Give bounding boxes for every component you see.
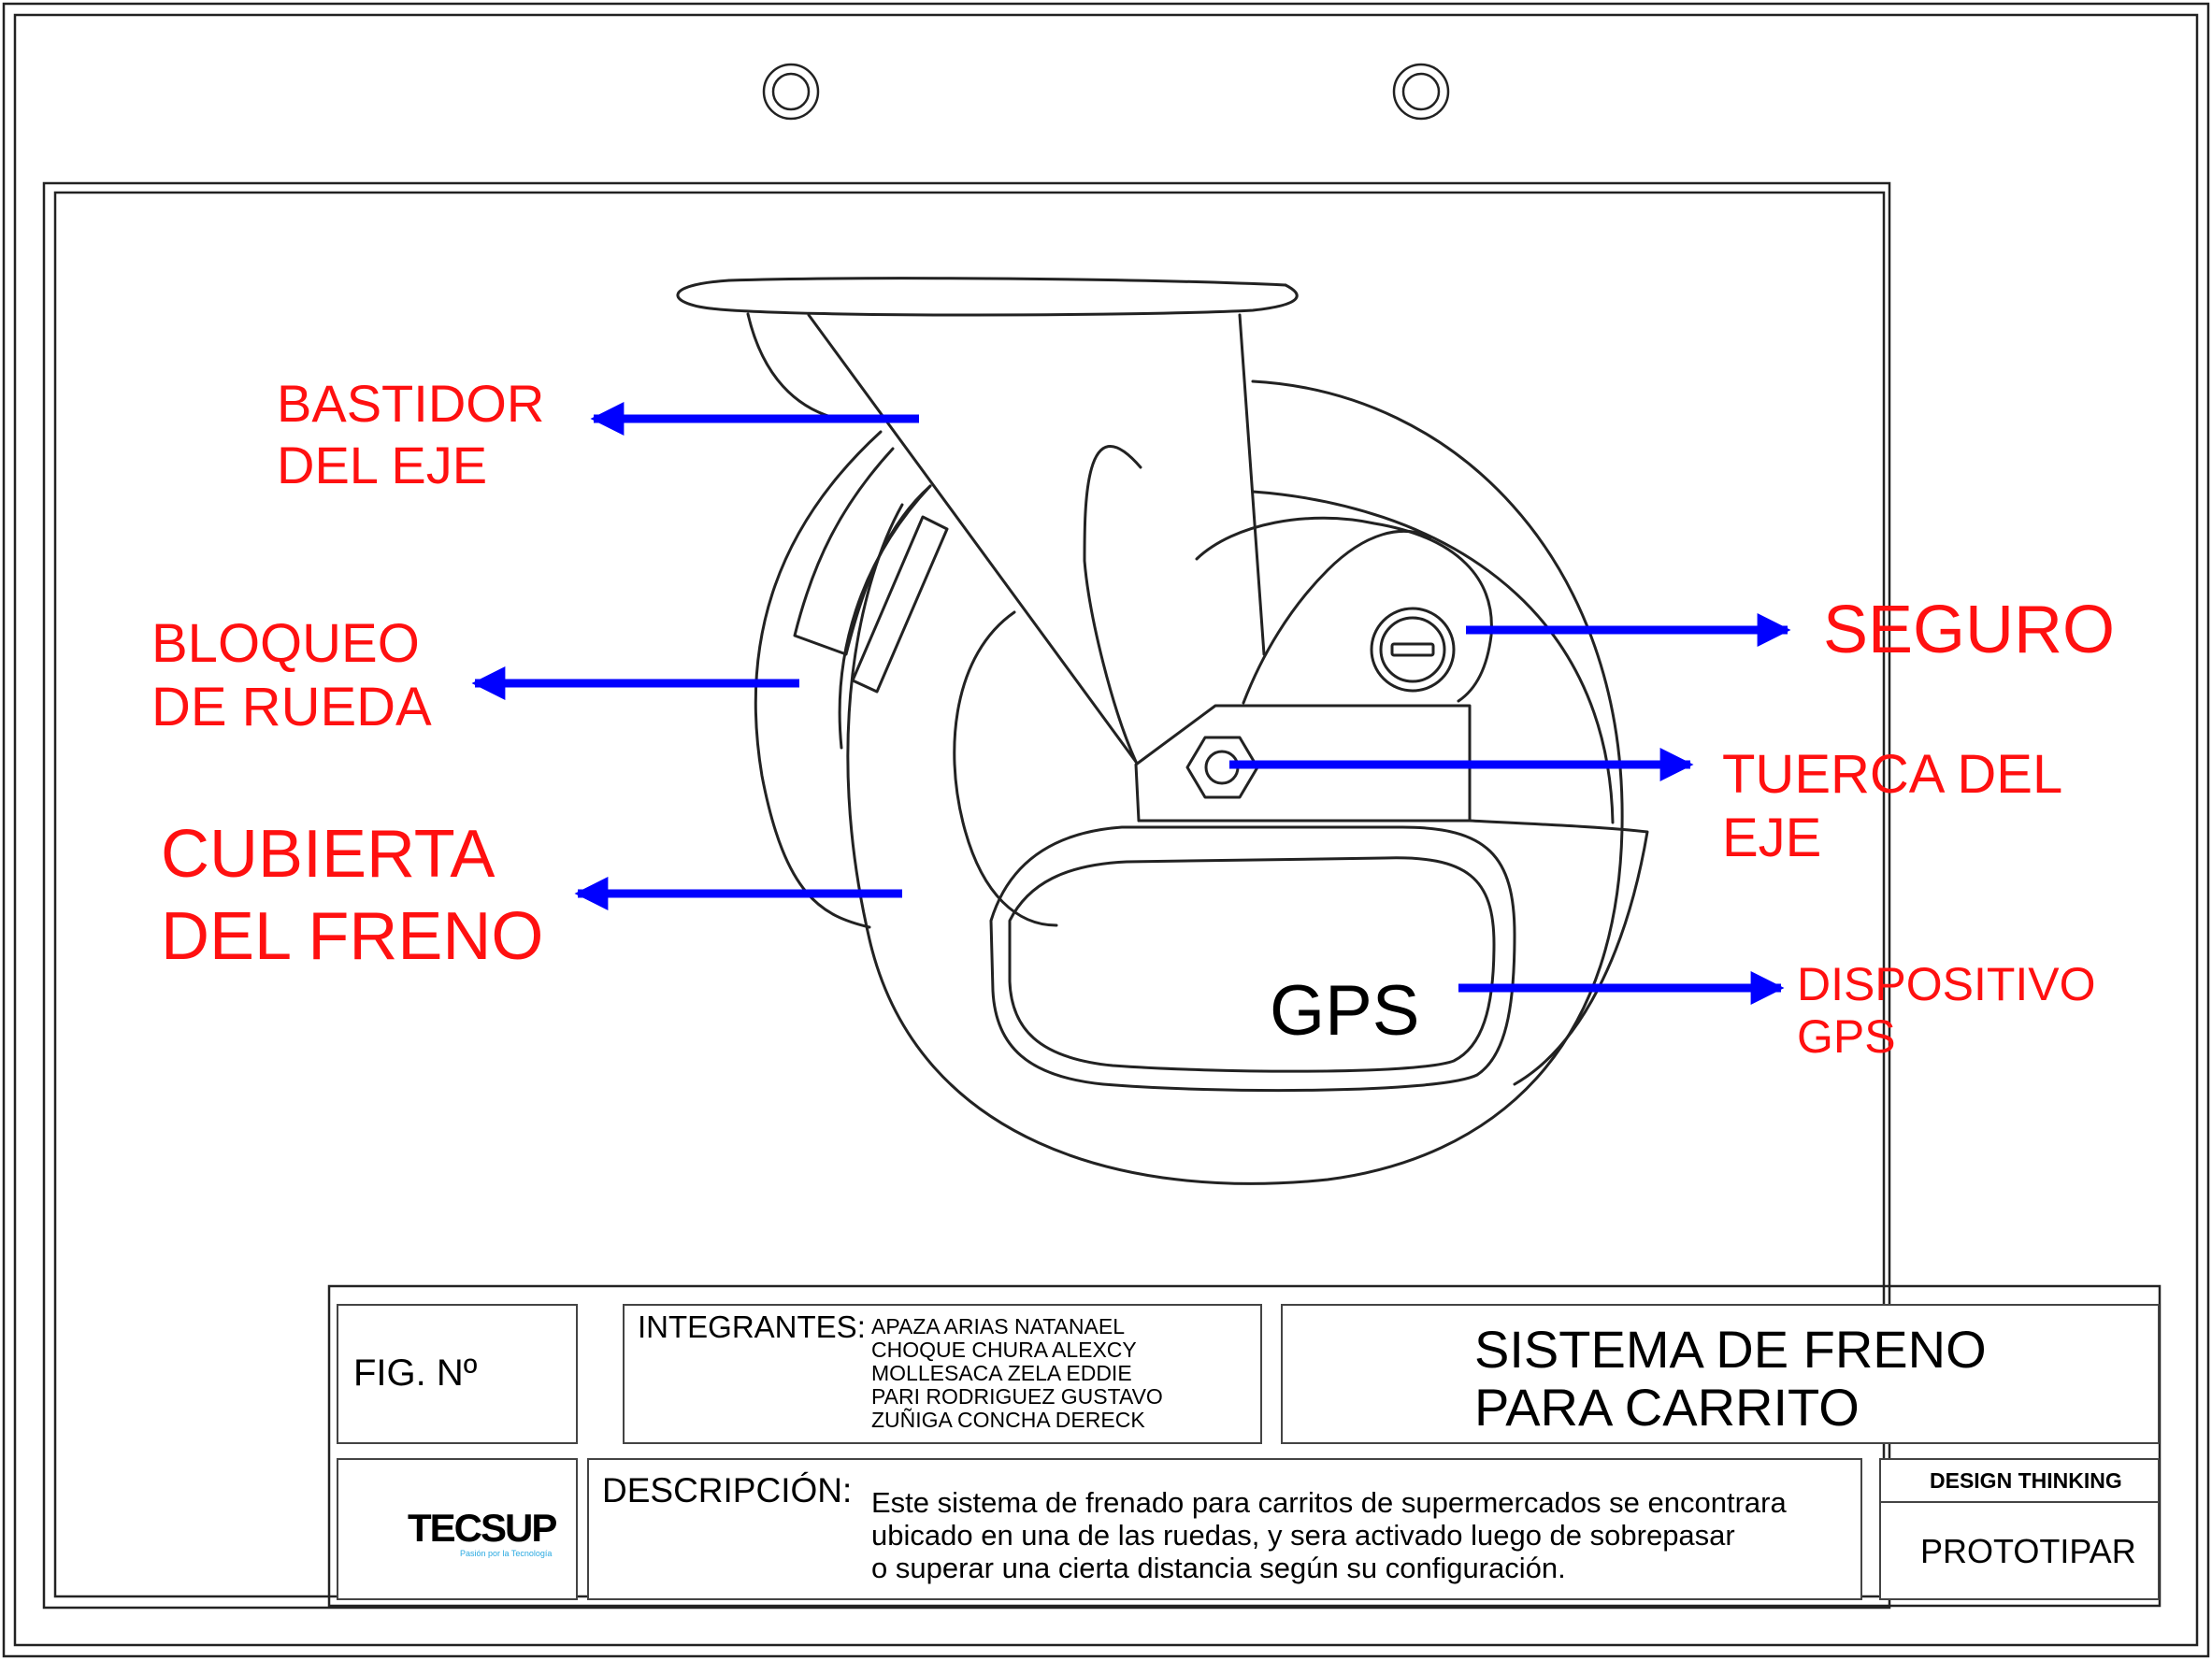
design-thinking-cell: DESIGN THINKING xyxy=(1879,1458,2160,1503)
integrantes-cell: INTEGRANTES: APAZA ARIAS NATANAEL CHOQUE… xyxy=(623,1304,1262,1444)
title-cell: SISTEMA DE FRENO PARA CARRITO xyxy=(1281,1304,2160,1444)
descripcion-text: Este sistema de frenado para carritos de… xyxy=(871,1486,1787,1584)
fig-number-label: FIG. Nº xyxy=(353,1352,478,1394)
label-line: TUERCA DEL xyxy=(1722,744,2063,805)
label-tuerca-del-eje: TUERCA DEL EJE xyxy=(1722,748,2062,866)
member-name: CHOQUE CHURA ALEXCY xyxy=(871,1338,1137,1362)
member-name: PARI RODRIGUEZ GUSTAVO xyxy=(871,1384,1163,1409)
tecsup-logo-text: TECSUP xyxy=(408,1506,557,1550)
label-line: BASTIDOR xyxy=(277,374,545,433)
prototipar-cell: PROTOTIPAR xyxy=(1879,1501,2160,1600)
callout-arrows xyxy=(471,402,1791,1005)
label-line: GPS xyxy=(1797,1010,1896,1063)
label-line: CUBIERTA xyxy=(161,817,496,892)
member-name: APAZA ARIAS NATANAEL xyxy=(871,1314,1125,1338)
label-line: BLOQUEO xyxy=(151,613,420,674)
descripcion-label: DESCRIPCIÓN: xyxy=(602,1471,853,1510)
label-bastidor-del-eje: BASTIDOR DEL EJE xyxy=(277,378,544,492)
design-thinking-label: DESIGN THINKING xyxy=(1930,1468,2122,1493)
integrantes-label: INTEGRANTES: xyxy=(638,1309,866,1344)
punch-hole-right xyxy=(1392,63,1450,121)
caster-wheel-drawing xyxy=(676,277,1649,1185)
descripcion-line: o superar una cierta distancia según su … xyxy=(871,1552,1566,1584)
integrantes-list: APAZA ARIAS NATANAEL CHOQUE CHURA ALEXCY… xyxy=(871,1315,1163,1432)
member-name: ZUÑIGA CONCHA DERECK xyxy=(871,1408,1145,1432)
descripcion-line: ubicado en una de las ruedas, y sera act… xyxy=(871,1519,1735,1552)
label-line: SEGURO xyxy=(1823,593,2116,667)
label-line: EJE xyxy=(1722,808,1822,868)
label-dispositivo-gps: DISPOSITIVO GPS xyxy=(1797,961,2096,1060)
descripcion-cell: DESCRIPCIÓN: Este sistema de frenado par… xyxy=(587,1458,1862,1600)
logo-cell: TECSUP Pasión por la Tecnología xyxy=(337,1458,578,1600)
descripcion-line: Este sistema de frenado para carritos de… xyxy=(871,1486,1787,1519)
label-line: DEL FRENO xyxy=(161,899,544,974)
label-line: DE RUEDA xyxy=(151,677,432,737)
title-block-frame xyxy=(327,1284,2162,1608)
label-line: DEL EJE xyxy=(277,436,488,494)
member-name: MOLLESACA ZELA EDDIE xyxy=(871,1361,1132,1385)
label-line: DISPOSITIVO xyxy=(1797,958,2096,1010)
label-seguro: SEGURO xyxy=(1823,596,2115,664)
prototipar-label: PROTOTIPAR xyxy=(1920,1532,2136,1570)
label-bloqueo-de-rueda: BLOQUEO DE RUEDA xyxy=(151,617,432,735)
label-cubierta-del-freno: CUBIERTA DEL FRENO xyxy=(161,821,543,970)
title-line: SISTEMA DE FRENO xyxy=(1474,1320,1987,1379)
tecsup-logo-tagline: Pasión por la Tecnología xyxy=(460,1549,553,1558)
drawing-title: SISTEMA DE FRENO PARA CARRITO xyxy=(1474,1321,1987,1437)
title-line: PARA CARRITO xyxy=(1474,1378,1860,1437)
fig-number-cell: FIG. Nº xyxy=(337,1304,578,1444)
punch-hole-left xyxy=(762,63,820,121)
gps-housing-text: GPS xyxy=(1270,971,1420,1051)
